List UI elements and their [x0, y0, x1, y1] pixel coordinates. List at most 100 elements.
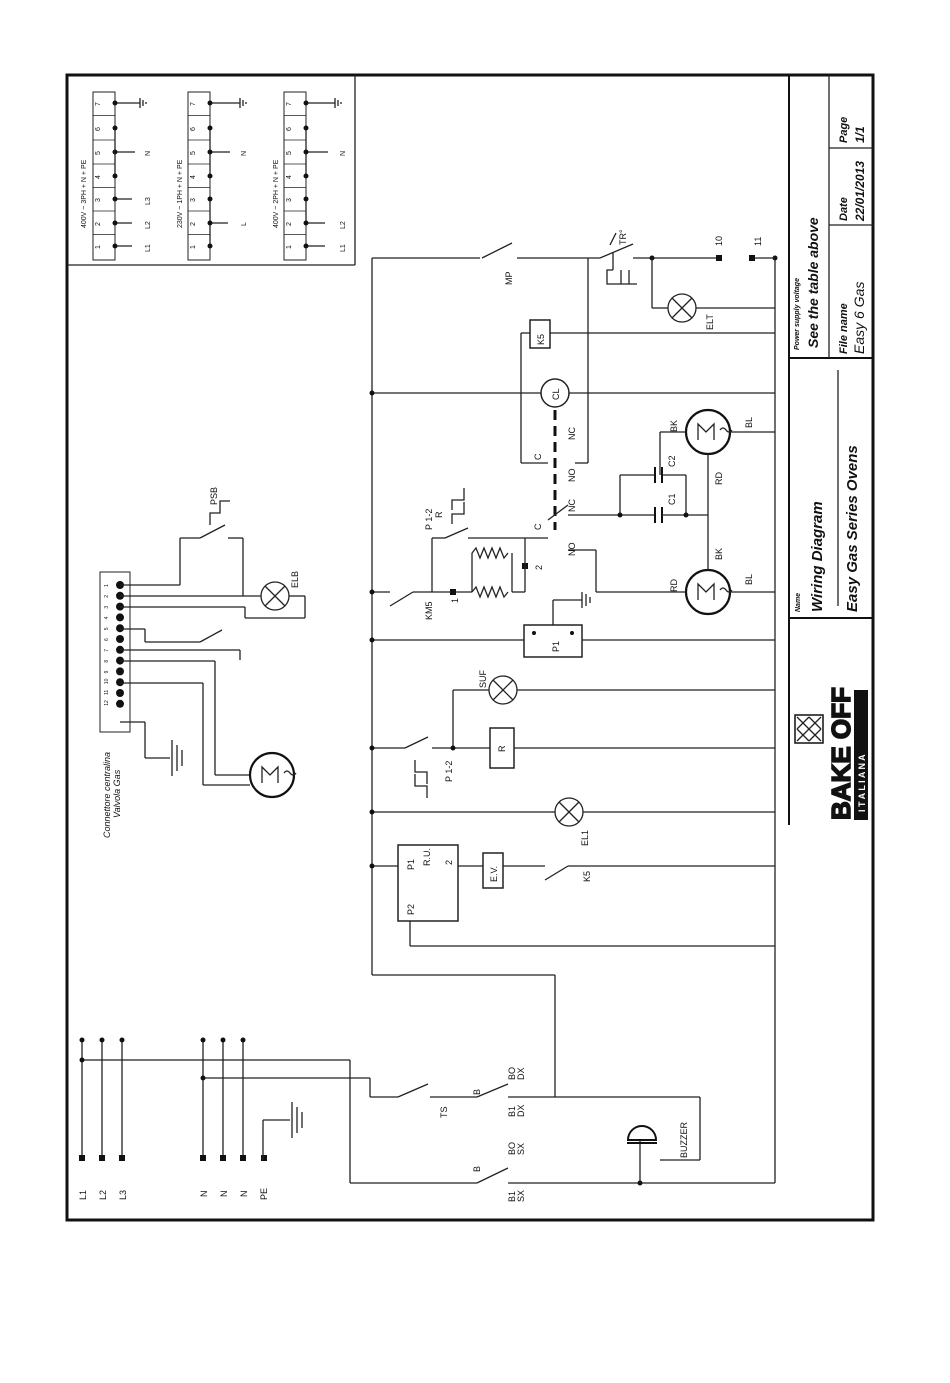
svg-text:R: R — [497, 745, 507, 752]
svg-text:L1: L1 — [340, 244, 347, 252]
svg-text:C1: C1 — [667, 493, 677, 505]
svg-text:C2: C2 — [667, 455, 677, 467]
terminal-number: 1 — [95, 245, 102, 249]
date-caption: Date — [838, 197, 850, 221]
name-caption: Name — [795, 593, 802, 612]
connector-pin — [116, 699, 124, 708]
svg-text:SX: SX — [516, 1190, 526, 1202]
buzzer-icon — [626, 1125, 658, 1141]
svg-text:L3: L3 — [118, 1190, 128, 1200]
fan-motor-1-icon — [684, 408, 732, 456]
svg-text:P 1-2: P 1-2 — [424, 509, 434, 530]
svg-text:ELT: ELT — [705, 314, 715, 330]
svg-text:E.V.: E.V. — [489, 866, 499, 882]
svg-text:C: C — [533, 453, 543, 460]
p1-pressostat — [523, 624, 583, 658]
svg-text:L1: L1 — [78, 1190, 88, 1200]
circuit-wiring: MP TR° 10 11 ELT K5 CL C NC NO BK BL — [78, 229, 778, 1202]
supply-option-3ph: 400V ~ 3PH + N + PE L1 L2 L3 N — [81, 91, 152, 261]
svg-text:DX: DX — [516, 1104, 526, 1117]
svg-text:N: N — [145, 151, 152, 156]
file-caption: File name — [838, 303, 850, 354]
terminal-number: 7 — [190, 102, 197, 106]
svg-text:P1: P1 — [551, 641, 561, 652]
connector-pin — [116, 624, 124, 633]
svg-text:BUZZER: BUZZER — [679, 1121, 689, 1158]
terminal-number: 2 — [190, 222, 197, 226]
svg-text:TS: TS — [439, 1106, 449, 1118]
svg-text:KM5: KM5 — [424, 601, 434, 620]
svg-text:Connettore centralina: Connettore centralina — [102, 752, 112, 838]
ru-control-unit — [397, 844, 459, 922]
fan-motor-2-icon — [684, 568, 732, 616]
svg-text:R: R — [434, 511, 444, 518]
svg-text:RD: RD — [669, 579, 679, 592]
supply-option-1ph: 230V ~ 1PH + N + PE L N — [177, 91, 248, 261]
terminal-number: 2 — [95, 222, 102, 226]
file-value: Easy 6 Gas — [851, 282, 867, 354]
svg-text:BL: BL — [744, 574, 754, 585]
supply-caption: Power supply voltage — [794, 278, 801, 350]
svg-text:10: 10 — [714, 236, 724, 246]
svg-text:400V ~ 3PH + N + PE: 400V ~ 3PH + N + PE — [81, 159, 88, 228]
connector-pin — [116, 678, 124, 687]
connector-pin-number: 5 — [104, 627, 110, 630]
connector-pin-number: 3 — [104, 606, 110, 609]
svg-text:2: 2 — [444, 860, 454, 865]
terminal-number: 7 — [286, 102, 293, 106]
connector-pin-number: 10 — [104, 678, 110, 684]
connector-pin-number: 2 — [104, 595, 110, 598]
connector-pin — [116, 613, 124, 622]
svg-text:B1: B1 — [507, 1106, 517, 1117]
supply-option-2ph: 400V ~ 2PH + N + PE L1 L2 N — [273, 91, 347, 261]
svg-text:N: N — [219, 1191, 229, 1198]
terminal-number: 4 — [95, 175, 102, 179]
svg-text:L: L — [241, 222, 248, 226]
connector-pin-number: 4 — [104, 616, 110, 619]
svg-text:K5: K5 — [582, 871, 592, 882]
terminal-number: 3 — [190, 198, 197, 202]
terminal-number: 1 — [190, 245, 197, 249]
diagram-border — [65, 73, 875, 1222]
terminal-number: 7 — [95, 102, 102, 106]
terminal-number: 6 — [190, 127, 197, 131]
svg-text:P 1-2: P 1-2 — [444, 761, 454, 782]
terminal-number: 5 — [190, 151, 197, 155]
svg-text:400V ~ 2PH + N + PE: 400V ~ 2PH + N + PE — [273, 159, 280, 228]
terminal-number: 2 — [286, 222, 293, 226]
svg-text:EL1: EL1 — [580, 830, 590, 846]
svg-text:BL: BL — [744, 417, 754, 428]
svg-text:P2: P2 — [406, 904, 416, 915]
svg-text:RD: RD — [714, 472, 724, 485]
svg-text:230V ~ 1PH + N + PE: 230V ~ 1PH + N + PE — [177, 159, 184, 228]
supply-value: See the table above — [805, 217, 821, 348]
svg-text:R.U.: R.U. — [422, 848, 432, 866]
gas-fan-motor-icon — [248, 751, 296, 799]
connector-pin-number: 11 — [104, 690, 110, 695]
connector-pin — [116, 635, 124, 643]
elt-lamp-icon — [667, 293, 697, 323]
connector-pin-number: 8 — [104, 660, 110, 663]
svg-text:NC: NC — [567, 499, 577, 512]
svg-text:L2: L2 — [340, 221, 347, 229]
terminal-number: 6 — [286, 127, 293, 131]
svg-text:SX: SX — [516, 1143, 526, 1155]
svg-text:BK: BK — [714, 548, 724, 560]
svg-text:N: N — [239, 1191, 249, 1198]
connector-pin-number: 12 — [104, 700, 110, 706]
svg-text:NC: NC — [567, 427, 577, 440]
svg-text:2: 2 — [534, 565, 544, 570]
terminal-number: 4 — [286, 175, 293, 179]
svg-text:DX: DX — [516, 1067, 526, 1080]
svg-text:PSB: PSB — [209, 487, 219, 505]
svg-text:SUF: SUF — [478, 669, 488, 688]
svg-text:P1: P1 — [406, 859, 416, 870]
connector-pin — [116, 689, 124, 697]
terminal-number: 3 — [95, 198, 102, 202]
bake-off-logo: BAKE OFF I T A L I A N A — [794, 686, 868, 821]
svg-text:B1: B1 — [507, 1191, 517, 1202]
svg-text:BK: BK — [669, 420, 679, 432]
